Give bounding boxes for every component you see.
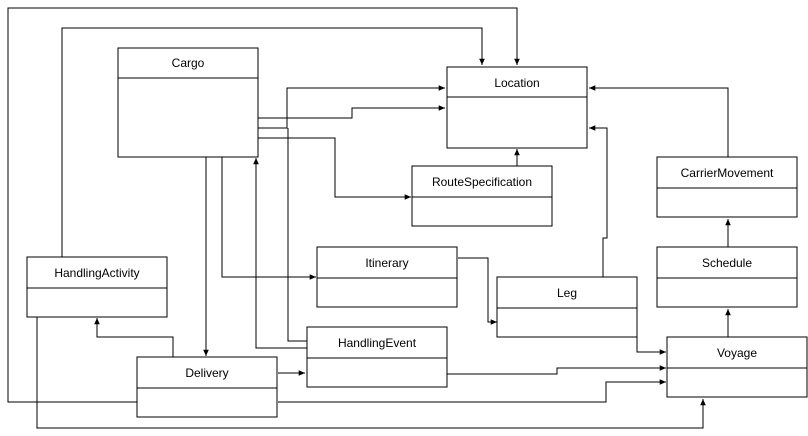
class-voyage[interactable]: Voyage <box>666 336 808 398</box>
class-name: Cargo <box>172 56 205 70</box>
connector-carrier-movement-location <box>589 85 729 157</box>
connector-leg-voyage <box>636 337 666 355</box>
class-name: HandlingActivity <box>54 266 139 280</box>
connector-leg-location <box>589 125 608 277</box>
connector-handling-activity-voyage <box>36 317 706 429</box>
class-name: Voyage <box>717 346 757 360</box>
class-route-specification[interactable]: RouteSpecification <box>411 165 553 227</box>
class-delivery[interactable]: Delivery <box>136 356 278 418</box>
class-name: Location <box>494 76 539 90</box>
class-cargo[interactable]: Cargo <box>117 47 259 158</box>
connector-handling-event-cargo <box>253 158 307 349</box>
class-name: Leg <box>557 286 577 300</box>
class-handling-activity[interactable]: HandlingActivity <box>26 256 168 318</box>
connector-delivery-voyage <box>278 379 666 403</box>
connector-handling-activity-location <box>61 27 485 257</box>
class-carrier-movement[interactable]: CarrierMovement <box>656 156 798 218</box>
connector-cargo-location-2 <box>258 85 445 129</box>
class-leg[interactable]: Leg <box>496 276 638 338</box>
class-name: Schedule <box>702 256 752 270</box>
connector-delivery-handling-activity <box>94 318 174 357</box>
class-name: RouteSpecification <box>432 175 532 189</box>
class-handling-event[interactable]: HandlingEvent <box>306 326 448 388</box>
connector-itinerary-leg <box>458 257 497 325</box>
connector-cargo-itinerary <box>221 157 316 280</box>
class-location[interactable]: Location <box>446 66 588 149</box>
class-name: Delivery <box>185 366 228 380</box>
connector-cargo-location <box>258 105 445 119</box>
class-name: Itinerary <box>365 256 408 270</box>
class-name: HandlingEvent <box>338 336 417 350</box>
class-itinerary[interactable]: Itinerary <box>316 246 458 308</box>
connectors <box>7 7 731 429</box>
connector-cargo-route-specification <box>258 137 411 200</box>
connector-handling-event-voyage <box>447 365 666 375</box>
connector-handling-event-location <box>287 128 307 342</box>
class-name: CarrierMovement <box>681 166 774 180</box>
class-schedule[interactable]: Schedule <box>656 246 798 308</box>
connector-delivery-location <box>7 7 520 403</box>
